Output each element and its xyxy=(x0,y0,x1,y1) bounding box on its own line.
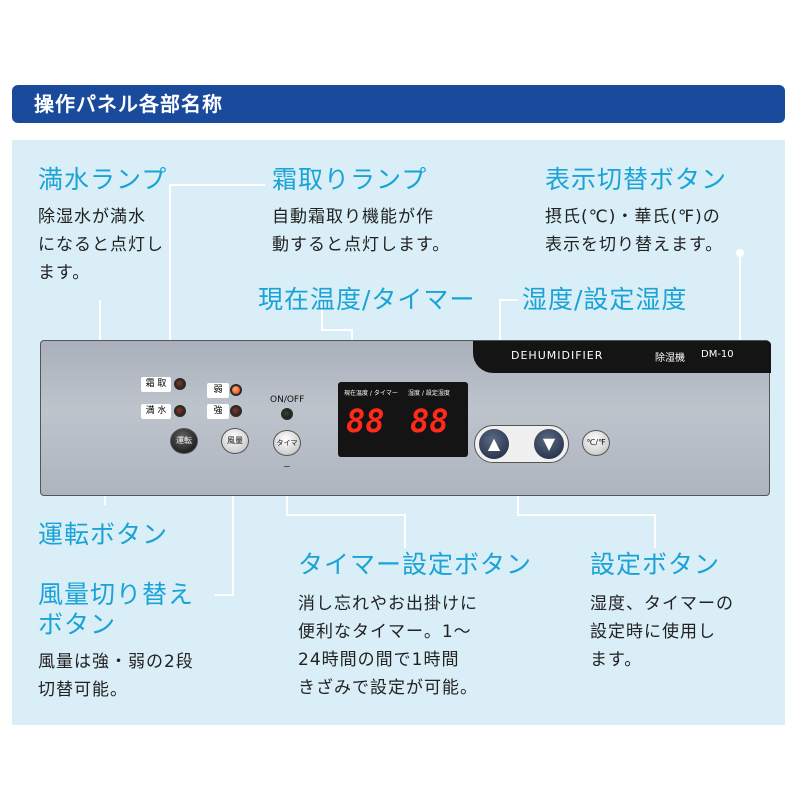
set-button-title: 設定ボタン xyxy=(590,550,721,579)
onoff-label: ON/OFF xyxy=(270,395,305,405)
set-button-desc: 湿度、タイマーの 設定時に使用し ます。 xyxy=(590,594,734,670)
timer-button[interactable]: タイマー xyxy=(273,430,301,471)
model-label: DM-10 xyxy=(701,349,734,360)
defrost-lamp-title: 霜取りランプ xyxy=(272,165,428,194)
full-water-lamp xyxy=(174,405,186,417)
display-unit: 現在温度 / タイマー 湿度 / 設定湿度 88 88 xyxy=(338,382,468,457)
down-button[interactable]: ▼ xyxy=(534,429,564,459)
full-water-lamp-label: 満 水 xyxy=(141,404,171,419)
weak-lamp-label: 弱 xyxy=(207,383,229,398)
control-panel: DEHUMIDIFIER 除湿機 DM-10 xyxy=(40,340,771,496)
defrost-lamp-desc: 自動霜取り機能が作 動すると点灯します。 xyxy=(272,207,451,255)
set-button-group: ▲ ▼ xyxy=(474,425,569,463)
timer-button-title: タイマー設定ボタン xyxy=(298,550,533,579)
run-button-title: 運転ボタン xyxy=(38,520,169,549)
display2-label: 湿度 / 設定湿度 xyxy=(408,390,450,397)
display-switch-desc: 摂氏(℃)・華氏(℉)の 表示を切り替えます。 xyxy=(545,207,724,255)
section-header: 操作パネル各部名称 xyxy=(12,85,785,123)
display-switch-title: 表示切替ボタン xyxy=(545,165,728,194)
current-temp-timer-title: 現在温度/タイマー xyxy=(258,285,476,314)
strong-lamp xyxy=(230,405,242,417)
product-label: 除湿機 xyxy=(655,353,685,364)
display1-label: 現在温度 / タイマー xyxy=(344,390,398,397)
up-button[interactable]: ▲ xyxy=(479,429,509,459)
defrost-lamp-label: 霜 取 xyxy=(141,377,171,392)
weak-lamp xyxy=(230,384,242,396)
fan-switch-desc: 風量は強・弱の2段 切替可能。 xyxy=(38,652,194,700)
humidity-display: 88 xyxy=(410,402,449,440)
brand-label: DEHUMIDIFIER xyxy=(511,349,604,362)
humidity-title: 湿度/設定湿度 xyxy=(522,285,688,314)
unit-switch-button[interactable]: ℃/℉ xyxy=(582,430,610,456)
fan-switch-title: 風量切り替え ボタン xyxy=(38,580,195,639)
defrost-lamp xyxy=(174,378,186,390)
arrow-up-icon: ▲ xyxy=(487,434,501,453)
timer-button-desc: 消し忘れやお出掛けに 便利なタイマー。1～ 24時間の間で1時間 きざみで設定が… xyxy=(298,594,478,698)
fan-button[interactable]: 風量 xyxy=(221,428,249,454)
strong-lamp-label: 強 xyxy=(207,404,229,419)
full-water-lamp-desc: 除湿水が満水 になると点灯し ます。 xyxy=(38,207,164,283)
arrow-down-icon: ▼ xyxy=(542,434,556,453)
full-water-lamp-title: 満水ランプ xyxy=(38,165,168,194)
run-button[interactable]: 運転 xyxy=(170,428,198,454)
power-indicator xyxy=(281,408,293,420)
temp-timer-display: 88 xyxy=(346,402,385,440)
model-bar: DEHUMIDIFIER 除湿機 DM-10 xyxy=(473,341,771,373)
